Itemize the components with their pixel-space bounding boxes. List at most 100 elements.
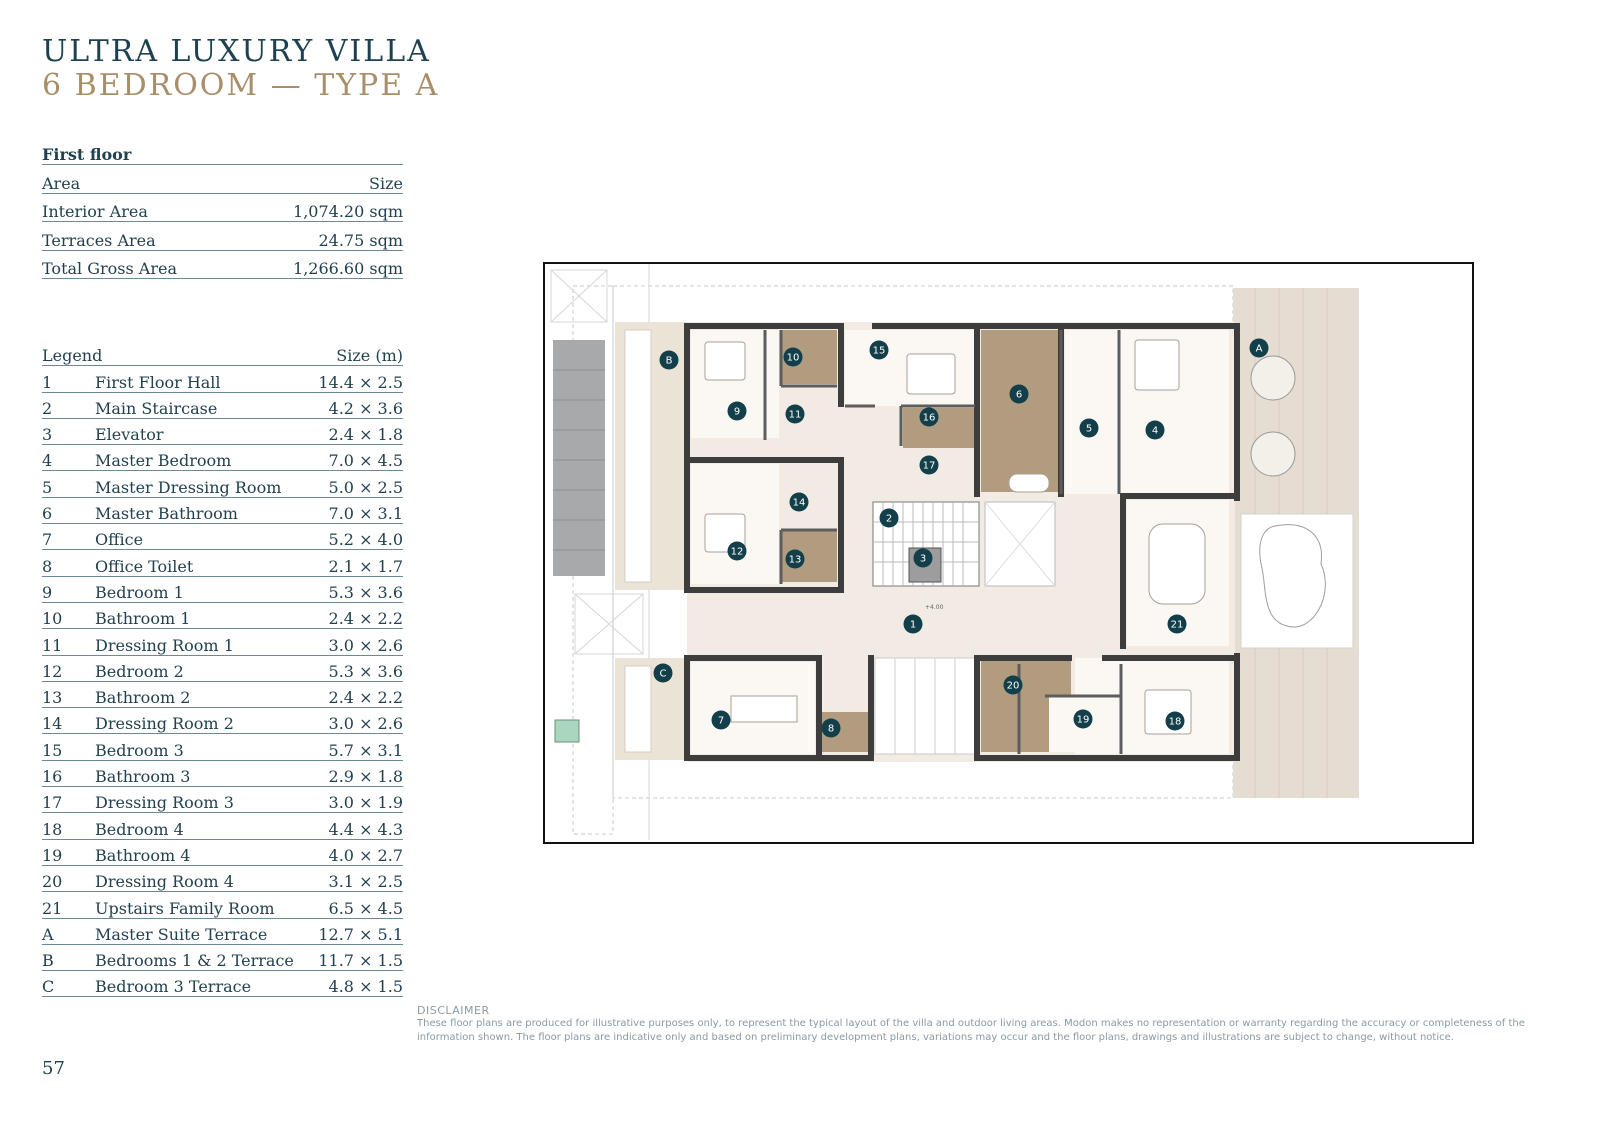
- row-value: 1,266.60 sqm: [293, 259, 403, 278]
- legend-name: First Floor Hall: [95, 372, 221, 392]
- legend-name: Dressing Room 2: [95, 714, 234, 734]
- legend-name: Master Suite Terrace: [95, 924, 268, 944]
- room-marker-5: [1079, 418, 1099, 438]
- page-title: ULTRA LUXURY VILLA: [42, 34, 431, 69]
- legend-row: 9 Bedroom 1 5.3 × 3.6: [42, 577, 403, 603]
- legend-key: 9: [42, 582, 53, 602]
- legend-header-row: Legend Size (m): [42, 340, 403, 367]
- row-label: Total Gross Area: [42, 259, 178, 278]
- room-marker-4: [1145, 420, 1165, 440]
- legend-key: 2: [42, 398, 53, 418]
- room-marker-20: [1003, 675, 1023, 695]
- legend-row: 19 Bathroom 4 4.0 × 2.7: [42, 840, 403, 866]
- room-marker-label: 18: [1169, 717, 1182, 728]
- disclaimer-text: These floor plans are produced for illus…: [417, 1018, 1525, 1043]
- legend-size: 7.0 × 3.1: [328, 504, 403, 524]
- room-marker-label: 15: [873, 346, 886, 357]
- level-note: +4.00: [925, 604, 944, 611]
- legend-size: 2.4 × 2.2: [328, 609, 403, 629]
- legend-size: 6.5 × 4.5: [328, 898, 403, 918]
- room-marker-label: 5: [1086, 424, 1092, 435]
- legend-key: B: [42, 951, 54, 971]
- walls: [684, 323, 1240, 761]
- disclaimer: DISCLAIMER These floor plans are produce…: [417, 1004, 1527, 1045]
- room-marker-label: 17: [923, 461, 936, 472]
- column-header-legend: Legend: [42, 346, 103, 366]
- legend-name: Bathroom 4: [95, 845, 191, 865]
- legend-key: 8: [42, 556, 53, 576]
- room-marker-label: 20: [1007, 681, 1020, 692]
- room-marker-1: [903, 614, 923, 634]
- legend-size: 11.7 × 1.5: [318, 951, 403, 971]
- area-table-header-row: Area Size: [42, 165, 403, 194]
- legend-name: Master Bedroom: [95, 451, 232, 471]
- legend-size: 5.2 × 4.0: [328, 530, 403, 550]
- row-label: Terraces Area: [42, 230, 156, 250]
- legend-key: 7: [42, 530, 53, 550]
- table-row: Terraces Area 24.75 sqm: [42, 222, 403, 251]
- pool: [1240, 513, 1354, 649]
- room-marker-3: [913, 548, 933, 568]
- legend-key: 1: [42, 372, 53, 392]
- legend-name: Main Staircase: [95, 398, 218, 418]
- room-marker-19: [1073, 709, 1093, 729]
- legend-name: Dressing Room 1: [95, 635, 234, 655]
- legend-size: 4.0 × 2.7: [328, 845, 403, 865]
- room-marker-18: [1165, 711, 1185, 731]
- legend-size: 3.0 × 2.6: [328, 635, 403, 655]
- legend-key: 19: [42, 845, 63, 865]
- legend-name: Upstairs Family Room: [95, 898, 275, 918]
- legend-name: Bedroom 3 Terrace: [95, 977, 252, 997]
- page-subtitle: 6 BEDROOM — TYPE A: [42, 68, 440, 103]
- room-marker-B: [659, 350, 679, 370]
- legend-key: 5: [42, 477, 53, 497]
- legend-name: Dressing Room 4: [95, 872, 234, 892]
- legend-name: Elevator: [95, 425, 164, 445]
- room-marker-label: 11: [789, 410, 802, 421]
- legend-name: Bedroom 1: [95, 582, 184, 602]
- row-value: 24.75 sqm: [318, 230, 403, 250]
- room-marker-16: [919, 407, 939, 427]
- room-marker-label: 6: [1016, 390, 1022, 401]
- room-marker-label: 19: [1077, 715, 1090, 726]
- room-marker-14: [789, 492, 809, 512]
- legend-size: 7.0 × 4.5: [328, 451, 403, 471]
- legend-size: 2.9 × 1.8: [328, 767, 403, 787]
- legend-size: 3.0 × 1.9: [328, 793, 403, 813]
- row-label: Interior Area: [42, 202, 148, 221]
- legend-key: 20: [42, 872, 63, 892]
- room-marker-label: 1: [910, 620, 916, 631]
- page-number: 57: [42, 1058, 65, 1079]
- legend-size: 5.3 × 3.6: [328, 582, 403, 602]
- room-marker-6: [1009, 384, 1029, 404]
- room-marker-label: 12: [731, 547, 744, 558]
- area-table-heading: First floor: [42, 136, 403, 165]
- legend-name: Bedroom 4: [95, 819, 184, 839]
- legend-size: 12.7 × 5.1: [318, 924, 403, 944]
- legend-size: 4.2 × 3.6: [328, 398, 403, 418]
- room-marker-11: [785, 404, 805, 424]
- plant-box: [554, 719, 580, 743]
- room-marker-label: 8: [828, 724, 834, 735]
- legend-key: 6: [42, 504, 53, 524]
- room-marker-2: [879, 508, 899, 528]
- column-header-area: Area: [42, 173, 81, 193]
- room-marker-label: 9: [734, 407, 740, 418]
- furniture: [704, 339, 1206, 735]
- legend-size: 5.0 × 2.5: [328, 477, 403, 497]
- legend-name: Bathroom 3: [95, 767, 191, 787]
- room-marker-C: [653, 663, 673, 683]
